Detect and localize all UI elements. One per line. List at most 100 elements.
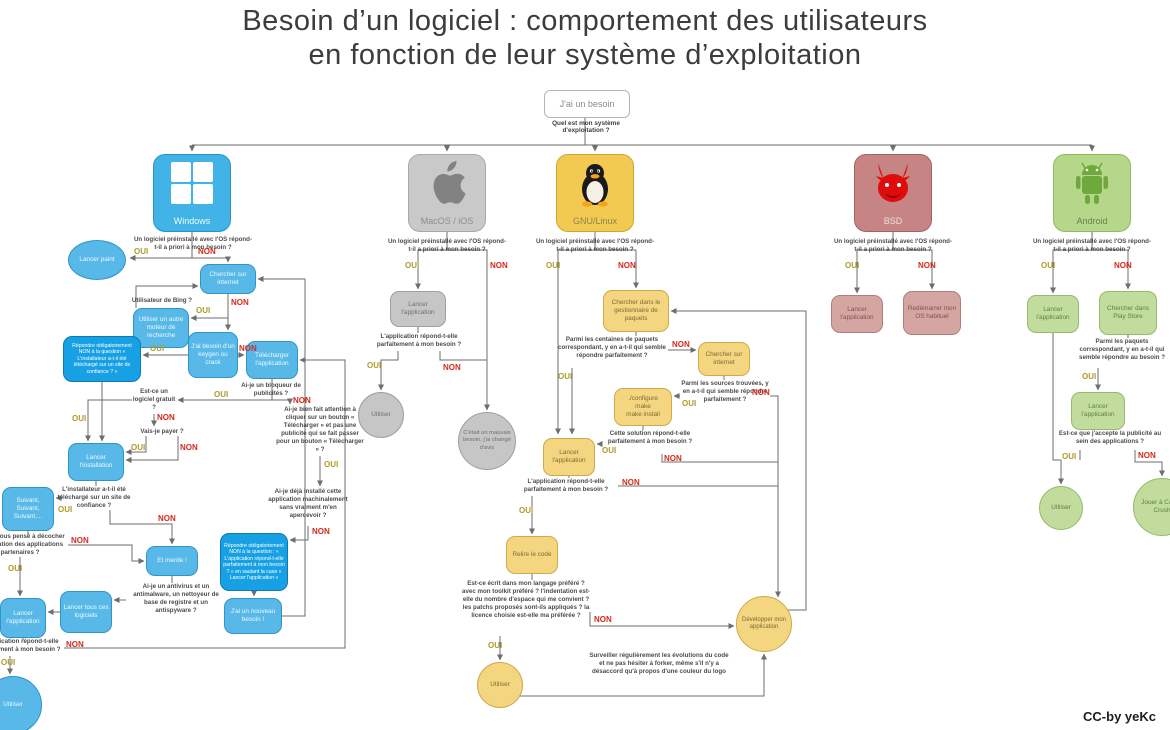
annotation-surveiller-forker: Surveiller régulièrement les évolutions … — [589, 652, 729, 675]
question-utilisateur-bing: Utilisateur de Bing ? — [131, 297, 193, 304]
oui-label: OUI — [58, 505, 73, 514]
node-lancer-installation: Lancer l'installation — [68, 443, 124, 481]
question-solution-parfaite: Cette solution répond-t-elle parfaitemen… — [607, 430, 693, 445]
non-label: NON — [618, 261, 636, 270]
question-preinstalled-bsd: Un logiciel préinstallé avec l'OS répond… — [833, 238, 953, 253]
question-attention-bouton-telecharger: Ai-je bien fait attention à cliquer sur … — [276, 406, 364, 453]
non-label: NON — [594, 615, 612, 624]
question-repond-exactement: L'application répond-t-elle exactement à… — [0, 638, 61, 653]
question-sources-trouvees: Parmi les sources trouvées, y en a-t-il … — [681, 380, 769, 403]
non-label: NON — [239, 344, 257, 353]
title-line-2: en fonction de leur système d’exploitati… — [308, 39, 862, 71]
node-relire-le-code: Relire le code — [506, 536, 558, 574]
node-lancer-tous-logiciels: Lancer tous ces logiciels — [60, 591, 112, 633]
question-preinstalled-android: Un logiciel préinstallé avec l'OS répond… — [1032, 238, 1152, 253]
oui-label: OUI — [519, 506, 534, 515]
oui-label: OUI — [324, 460, 339, 469]
oui-label: OUI — [72, 414, 87, 423]
question-decocher-partenaires: Avons-nous pensé à décocher l'installati… — [0, 533, 65, 556]
question-preinstalled-macos: Un logiciel préinstallé avec l'OS répond… — [387, 238, 507, 253]
node-chercher-gestionnaire-paquets: Chercher dans le gestionnaire de paquets — [603, 290, 669, 332]
node-redemarrer-os-habituel: Redémarrer mon OS habituel — [903, 291, 961, 335]
non-label: NON — [66, 640, 84, 649]
macos-label: MacOS / iOS — [420, 216, 474, 226]
oui-label: OUI — [1041, 261, 1056, 270]
question-vais-je-payer: Vais-je payer ? — [140, 428, 184, 435]
tux-penguin-icon — [557, 161, 633, 207]
oui-label: OUI — [1, 658, 16, 667]
node-lancer-paint: Lancer paint — [68, 240, 126, 280]
non-label: NON — [198, 247, 216, 256]
title-line-1: Besoin d’un logiciel : comportement des … — [242, 5, 928, 37]
non-label: NON — [752, 388, 770, 397]
node-chercher-internet-linux: Chercher sur internet — [698, 342, 750, 376]
non-label: NON — [622, 478, 640, 487]
start-question: Quel est mon système d'exploitation ? — [552, 120, 620, 134]
node-developper-application: Développer mon application — [736, 596, 792, 652]
question-bloqueur-publicites: Ai-je un bloqueur de publicités ? — [241, 382, 301, 397]
node-suivant-suivant: Suivant, Suivant, Suivant.... — [2, 487, 54, 531]
oui-label: OUI — [8, 564, 23, 573]
oui-label: OUI — [546, 261, 561, 270]
windows-os-card: Windows — [153, 154, 231, 232]
page-title: Besoin d’un logiciel : comportement des … — [0, 4, 1170, 72]
non-label: NON — [443, 363, 461, 372]
non-label: NON — [312, 527, 330, 536]
node-lancer-application-macos: Lancer l'application — [390, 291, 446, 327]
macos-os-card: MacOS / iOS — [408, 154, 486, 232]
question-accepte-publicite: Est-ce que j'accepte la publicité au sei… — [1058, 430, 1162, 445]
node-chercher-play-store: Chercher dans Play Store — [1099, 291, 1157, 335]
bsd-daemon-icon — [855, 161, 931, 205]
node-telecharger-application: Télécharger l'application — [246, 341, 298, 379]
node-repondre-non-confiance: Répondre obligatoirement NON à la questi… — [63, 336, 141, 382]
license-credit: CC-by yeKc — [1083, 709, 1156, 724]
non-label: NON — [672, 340, 690, 349]
oui-label: OUI — [196, 306, 211, 315]
question-preinstalled-windows: Un logiciel préinstallé avec l'OS répond… — [133, 236, 253, 251]
question-logiciel-gratuit: Est-ce un logiciel gratuit ? — [132, 388, 176, 411]
oui-label: OUI — [845, 261, 860, 270]
non-label: NON — [71, 536, 89, 545]
android-robot-icon — [1054, 161, 1130, 207]
windows-logo-icon — [154, 161, 230, 205]
node-configure-make-install: ./configure make make install — [614, 388, 672, 426]
node-utiliser-linux: Utiliser — [477, 662, 523, 708]
windows-label: Windows — [173, 216, 211, 226]
question-centaines-paquets: Parmi les centaines de paquets correspon… — [558, 336, 666, 359]
node-utiliser-macos: Utiliser — [358, 392, 404, 438]
oui-label: OUI — [367, 361, 382, 370]
bsd-label: BSD — [883, 216, 903, 226]
question-preinstalled-linux: Un logiciel préinstallé avec l'OS répond… — [535, 238, 655, 253]
non-label: NON — [158, 514, 176, 523]
linux-label: GNU/Linux — [572, 216, 617, 226]
oui-label: OUI — [134, 247, 149, 256]
android-os-card: Android — [1053, 154, 1131, 232]
node-et-merde: Et merde ! — [146, 546, 198, 576]
start-node: J'ai un besoin — [544, 90, 630, 118]
android-label: Android — [1076, 216, 1108, 226]
oui-label: OUI — [1082, 372, 1097, 381]
bsd-os-card: BSD — [854, 154, 932, 232]
non-label: NON — [664, 454, 682, 463]
node-lancer-application-bsd: Lancer l'application — [831, 295, 883, 333]
non-label: NON — [1114, 261, 1132, 270]
oui-label: OUI — [602, 446, 617, 455]
question-parfaitement-linux: L'application répond-t-elle parfaitement… — [523, 478, 609, 493]
oui-label: OUI — [488, 641, 503, 650]
oui-label: OUI — [131, 443, 146, 452]
question-antivirus-antimalware: Ai-je un antivirus et un antimalware, un… — [133, 583, 219, 614]
non-label: NON — [180, 443, 198, 452]
oui-label: OUI — [214, 390, 229, 399]
question-paquets-correspondants: Parmi les paquets correspondant, y en a-… — [1079, 338, 1165, 361]
non-label: NON — [157, 413, 175, 422]
question-langage-toolkit-licence: Est-ce écrit dans mon langage préféré ? … — [462, 580, 590, 619]
apple-logo-icon — [409, 161, 485, 207]
node-autre-moteur-recherche: Utiliser un autre moteur de recherche — [133, 308, 189, 348]
node-lancer-application-linux: Lancer l'application — [543, 438, 595, 476]
linux-os-card: GNU/Linux — [556, 154, 634, 232]
question-installe-machinalement: Ai-je déjà installé cette application ma… — [268, 488, 348, 519]
node-repondre-non-parfaitement: Répondre obligatoirement NON à la questi… — [220, 533, 288, 591]
non-label: NON — [1138, 451, 1156, 460]
